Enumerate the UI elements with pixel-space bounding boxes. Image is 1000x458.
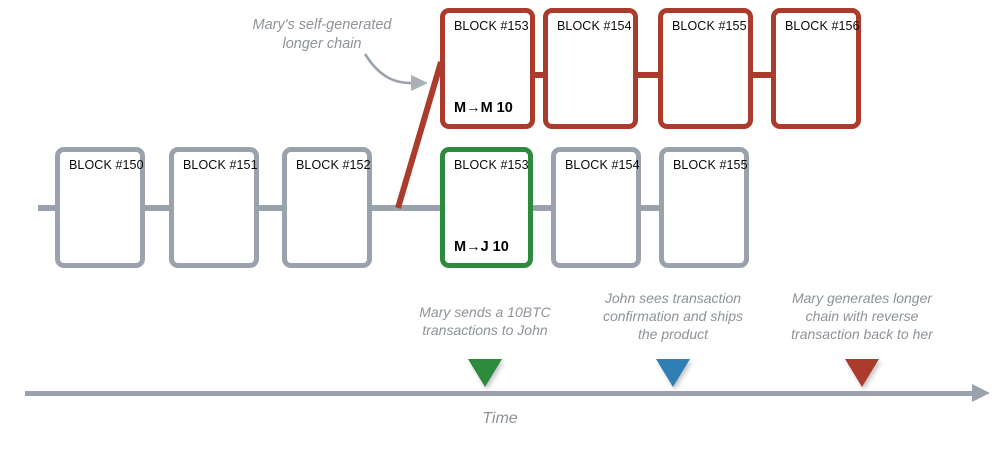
connector-red-155-156: [746, 72, 776, 78]
connector-gray-150-151: [142, 205, 172, 211]
time-axis-label: Time: [482, 410, 518, 427]
block-attack-153[interactable]: BLOCK #153 M→M 10: [440, 8, 535, 129]
annotation-mary-longer-chain: Mary's self-generated longer chain: [252, 17, 392, 52]
block-honest-155[interactable]: BLOCK #155: [659, 147, 749, 268]
block-honest-153[interactable]: BLOCK #153 M→J 10: [440, 147, 533, 268]
block-honest-154[interactable]: BLOCK #154: [551, 147, 641, 268]
block-label: BLOCK #155: [672, 19, 747, 33]
annotation-pointer-arrowhead: [411, 75, 428, 91]
block-label: BLOCK #155: [673, 158, 748, 172]
block-transaction: M→M 10: [454, 100, 513, 116]
block-transaction: M→J 10: [454, 239, 509, 255]
block-label: BLOCK #150: [69, 158, 144, 172]
connector-gray-151-152: [255, 205, 285, 211]
timeline-caption-3: Mary generates longer chain with reverse…: [791, 290, 933, 342]
block-honest-151[interactable]: BLOCK #151: [169, 147, 259, 268]
block-label: BLOCK #154: [565, 158, 640, 172]
block-label: BLOCK #153: [454, 19, 529, 33]
block-label: BLOCK #154: [557, 19, 632, 33]
block-attack-154[interactable]: BLOCK #154: [543, 8, 638, 129]
block-label: BLOCK #153: [454, 158, 529, 172]
timeline-marker-red[interactable]: [845, 359, 879, 387]
block-attack-156[interactable]: BLOCK #156: [771, 8, 861, 129]
connector-red-154-155: [633, 72, 663, 78]
fork-branch-line: [395, 61, 444, 209]
timeline-caption-2: John sees transaction confirmation and s…: [602, 290, 744, 342]
connector-gray-154-155: [636, 205, 662, 211]
block-label: BLOCK #152: [296, 158, 371, 172]
connector-gray-153-154: [530, 205, 554, 211]
annotation-pointer-curve: [363, 53, 416, 85]
block-label: BLOCK #151: [183, 158, 258, 172]
block-label: BLOCK #156: [785, 19, 860, 33]
block-honest-150[interactable]: BLOCK #150: [55, 147, 145, 268]
block-honest-152[interactable]: BLOCK #152: [282, 147, 372, 268]
connector-red-153-154: [530, 72, 548, 78]
time-axis-line: [25, 391, 980, 396]
connector-gray-start: [38, 205, 58, 211]
timeline-marker-green[interactable]: [468, 359, 502, 387]
connector-gray-152-153: [368, 205, 442, 211]
timeline-marker-blue[interactable]: [656, 359, 690, 387]
block-attack-155[interactable]: BLOCK #155: [658, 8, 753, 129]
timeline-caption-1: Mary sends a 10BTC transactions to John: [419, 304, 551, 338]
